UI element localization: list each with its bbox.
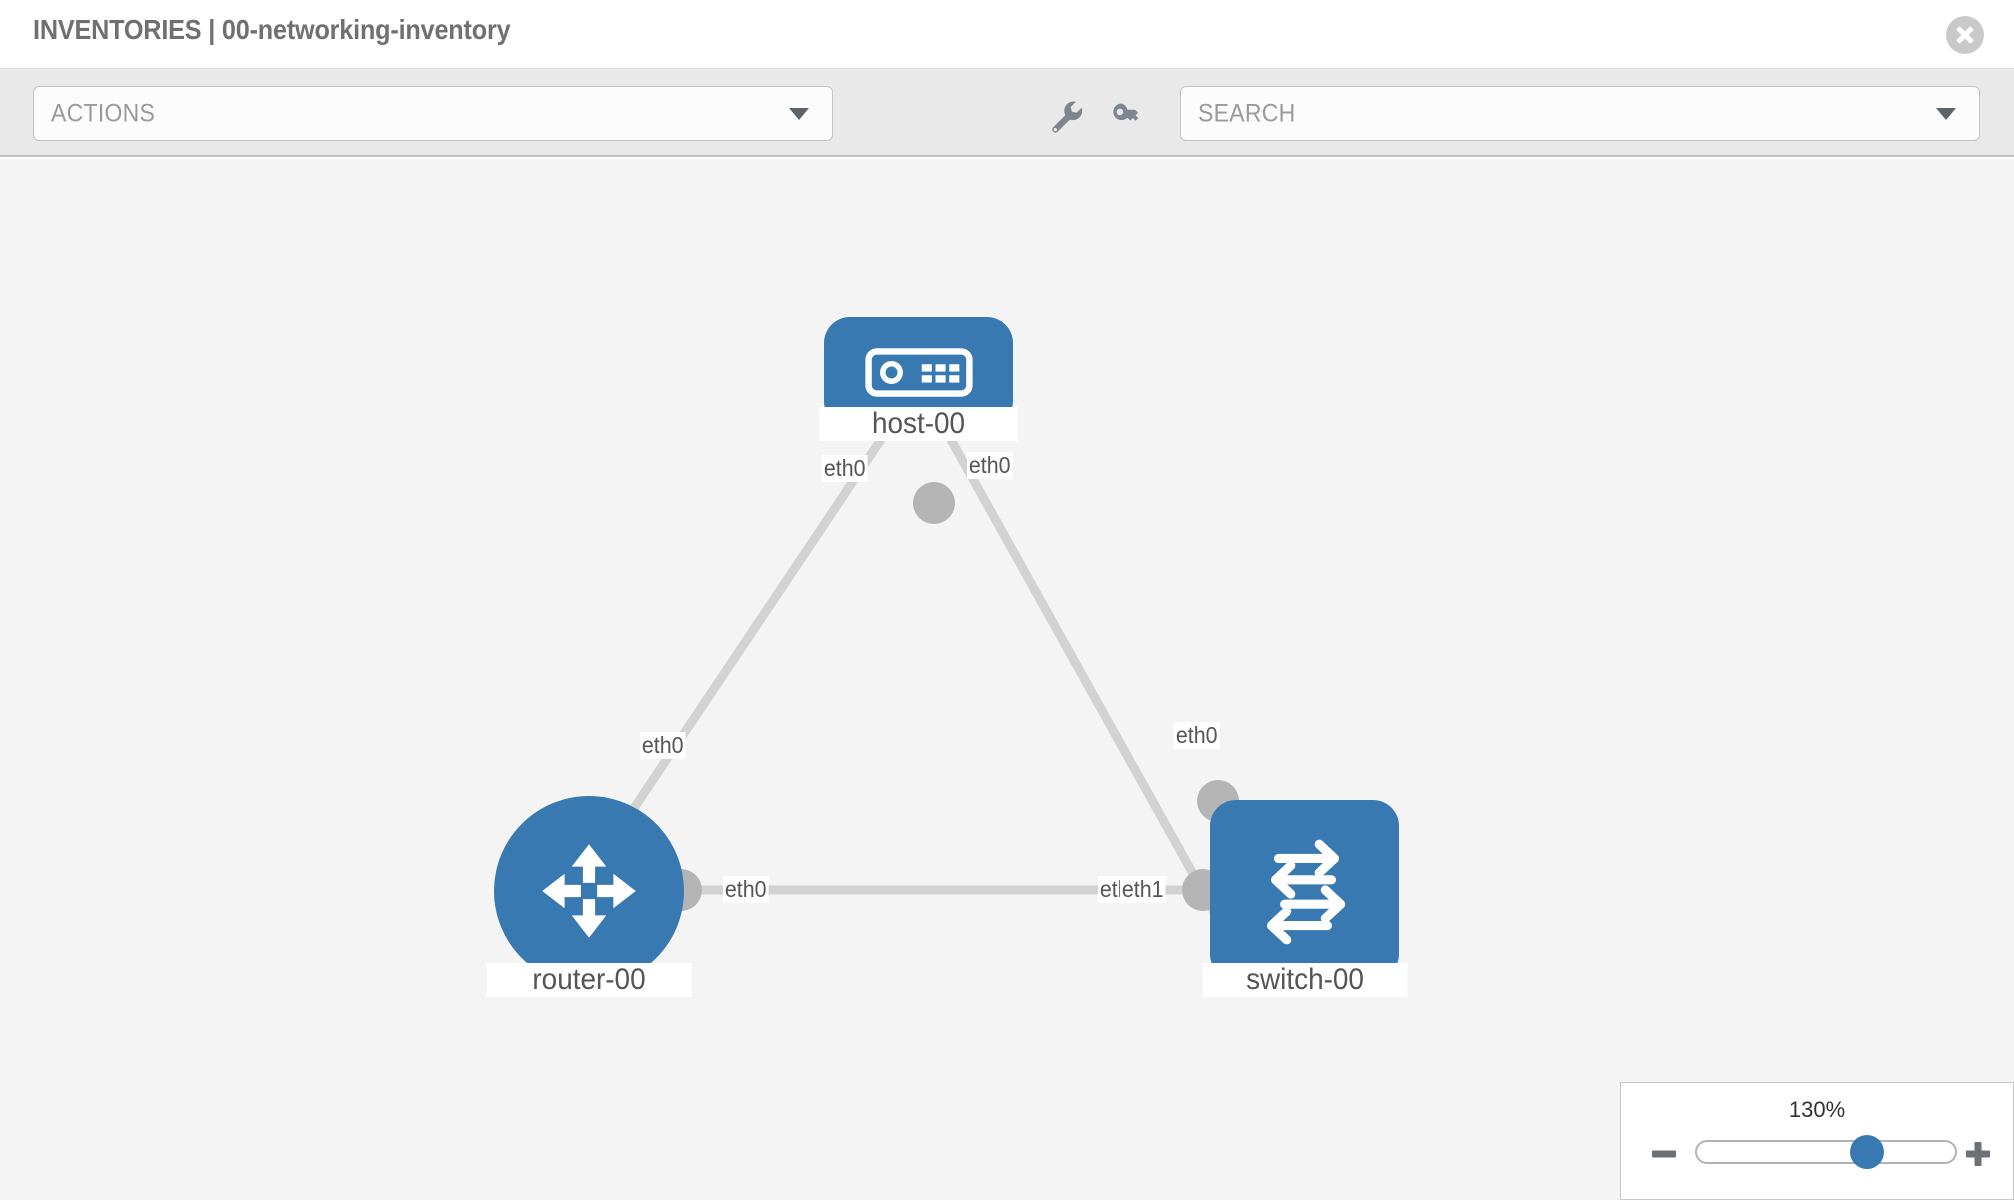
zoom-out-button[interactable]: [1649, 1139, 1679, 1169]
router-arrows-icon: [542, 844, 636, 938]
iface-label-router-right: eth0: [723, 876, 769, 903]
search-input[interactable]: SEARCH: [1180, 86, 1980, 141]
chevron-down-icon: [1936, 107, 1956, 120]
zoom-slider-thumb[interactable]: [1850, 1135, 1885, 1169]
server-device-icon: [864, 347, 973, 397]
node-switch-00-label: switch-00: [1202, 963, 1408, 997]
page-title: INVENTORIES | 00-networking-inventory: [33, 14, 511, 45]
iface-label-host-left: eth0: [822, 455, 868, 482]
key-icon[interactable]: [1106, 96, 1146, 136]
node-switch-00-shape[interactable]: [1210, 800, 1399, 980]
actions-dropdown-label: ACTIONS: [51, 99, 156, 127]
page-header: INVENTORIES | 00-networking-inventory: [0, 0, 2014, 68]
zoom-control-panel: 130%: [1620, 1082, 2014, 1200]
topology-canvas[interactable]: host-00 eth0 eth0: [0, 159, 2014, 1200]
close-icon[interactable]: [1946, 16, 1984, 54]
iface-label-switch-left-overlap: etl: [1098, 876, 1125, 903]
wrench-icon[interactable]: [1046, 96, 1086, 136]
node-router-00-label: router-00: [486, 963, 692, 997]
chevron-down-icon: [789, 107, 809, 120]
iface-label-router-up: eth0: [640, 732, 686, 759]
search-placeholder: SEARCH: [1198, 99, 1296, 127]
iface-label-switch-up: eth0: [1174, 722, 1220, 749]
zoom-in-button[interactable]: [1963, 1139, 1993, 1169]
node-router-00-shape[interactable]: [494, 796, 684, 986]
zoom-slider[interactable]: [1695, 1135, 1957, 1169]
iface-label-host-right: eth0: [967, 452, 1013, 479]
actions-dropdown[interactable]: ACTIONS: [33, 86, 833, 141]
topology-links: [596, 426, 1239, 952]
node-host-00-label: host-00: [819, 407, 1018, 441]
iface-label-switch-left: eth1: [1120, 876, 1166, 903]
zoom-level-label: 130%: [1788, 1097, 1846, 1122]
switch-arrows-icon: [1266, 839, 1345, 945]
node-port[interactable]: [913, 482, 955, 524]
